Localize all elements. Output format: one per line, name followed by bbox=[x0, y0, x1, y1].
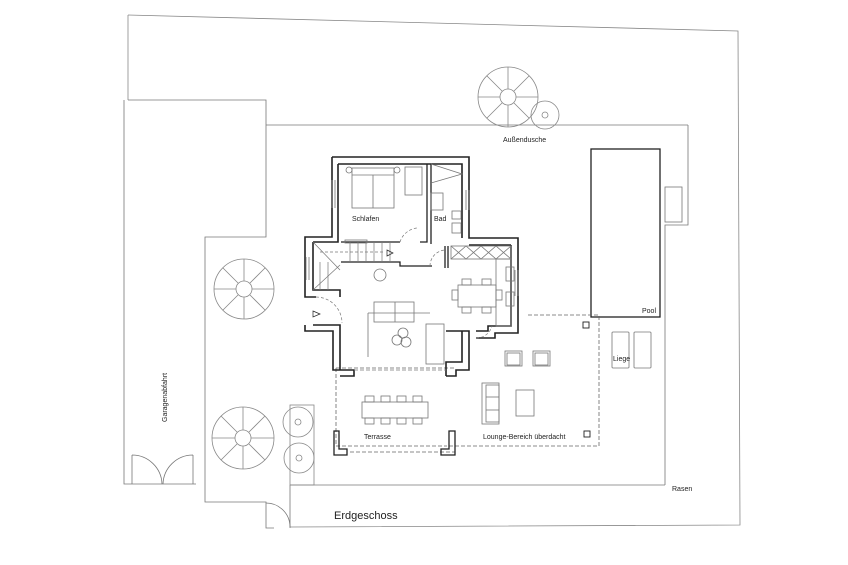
house-walls bbox=[304, 156, 519, 377]
bedroom-furniture bbox=[344, 166, 423, 244]
tree-small-top bbox=[530, 100, 560, 130]
staircase bbox=[312, 241, 391, 291]
label-pool: Pool bbox=[642, 308, 657, 315]
windows bbox=[305, 180, 519, 371]
posts bbox=[582, 321, 591, 438]
living-furniture bbox=[367, 268, 503, 365]
pool bbox=[590, 148, 661, 318]
property-boundary bbox=[127, 14, 741, 528]
label-driveway: Garagenabfahrt bbox=[162, 372, 169, 422]
garage-driveway bbox=[123, 99, 689, 529]
outdoor-shower-box bbox=[664, 186, 683, 223]
label-lounger: Liege bbox=[613, 356, 631, 363]
bath-fixtures bbox=[430, 163, 464, 234]
kitchen bbox=[450, 245, 515, 327]
tree-left bbox=[213, 258, 275, 320]
loungers bbox=[611, 331, 652, 369]
trees-small-bottom bbox=[282, 404, 315, 486]
label-lawn: Rasen bbox=[672, 486, 693, 493]
drawing-title: Erdgeschoss bbox=[334, 510, 398, 522]
terrace-dining-table bbox=[361, 395, 429, 425]
room-label-bedroom: Schlafen bbox=[352, 216, 380, 223]
lounge-furniture bbox=[481, 350, 551, 425]
garage-door-arcs bbox=[131, 454, 291, 528]
tree-large-top bbox=[477, 66, 539, 128]
tree-bottom-left bbox=[211, 406, 275, 470]
room-label-terrace: Terrasse bbox=[364, 434, 391, 441]
doors bbox=[312, 227, 493, 339]
room-label-bath: Bad bbox=[434, 216, 447, 223]
covered-lounge-outline bbox=[335, 314, 600, 453]
room-label-lounge: Lounge-Bereich überdacht bbox=[483, 434, 566, 441]
label-outdoor-shower: Außendusche bbox=[503, 137, 547, 144]
terrace-walls bbox=[333, 430, 456, 456]
